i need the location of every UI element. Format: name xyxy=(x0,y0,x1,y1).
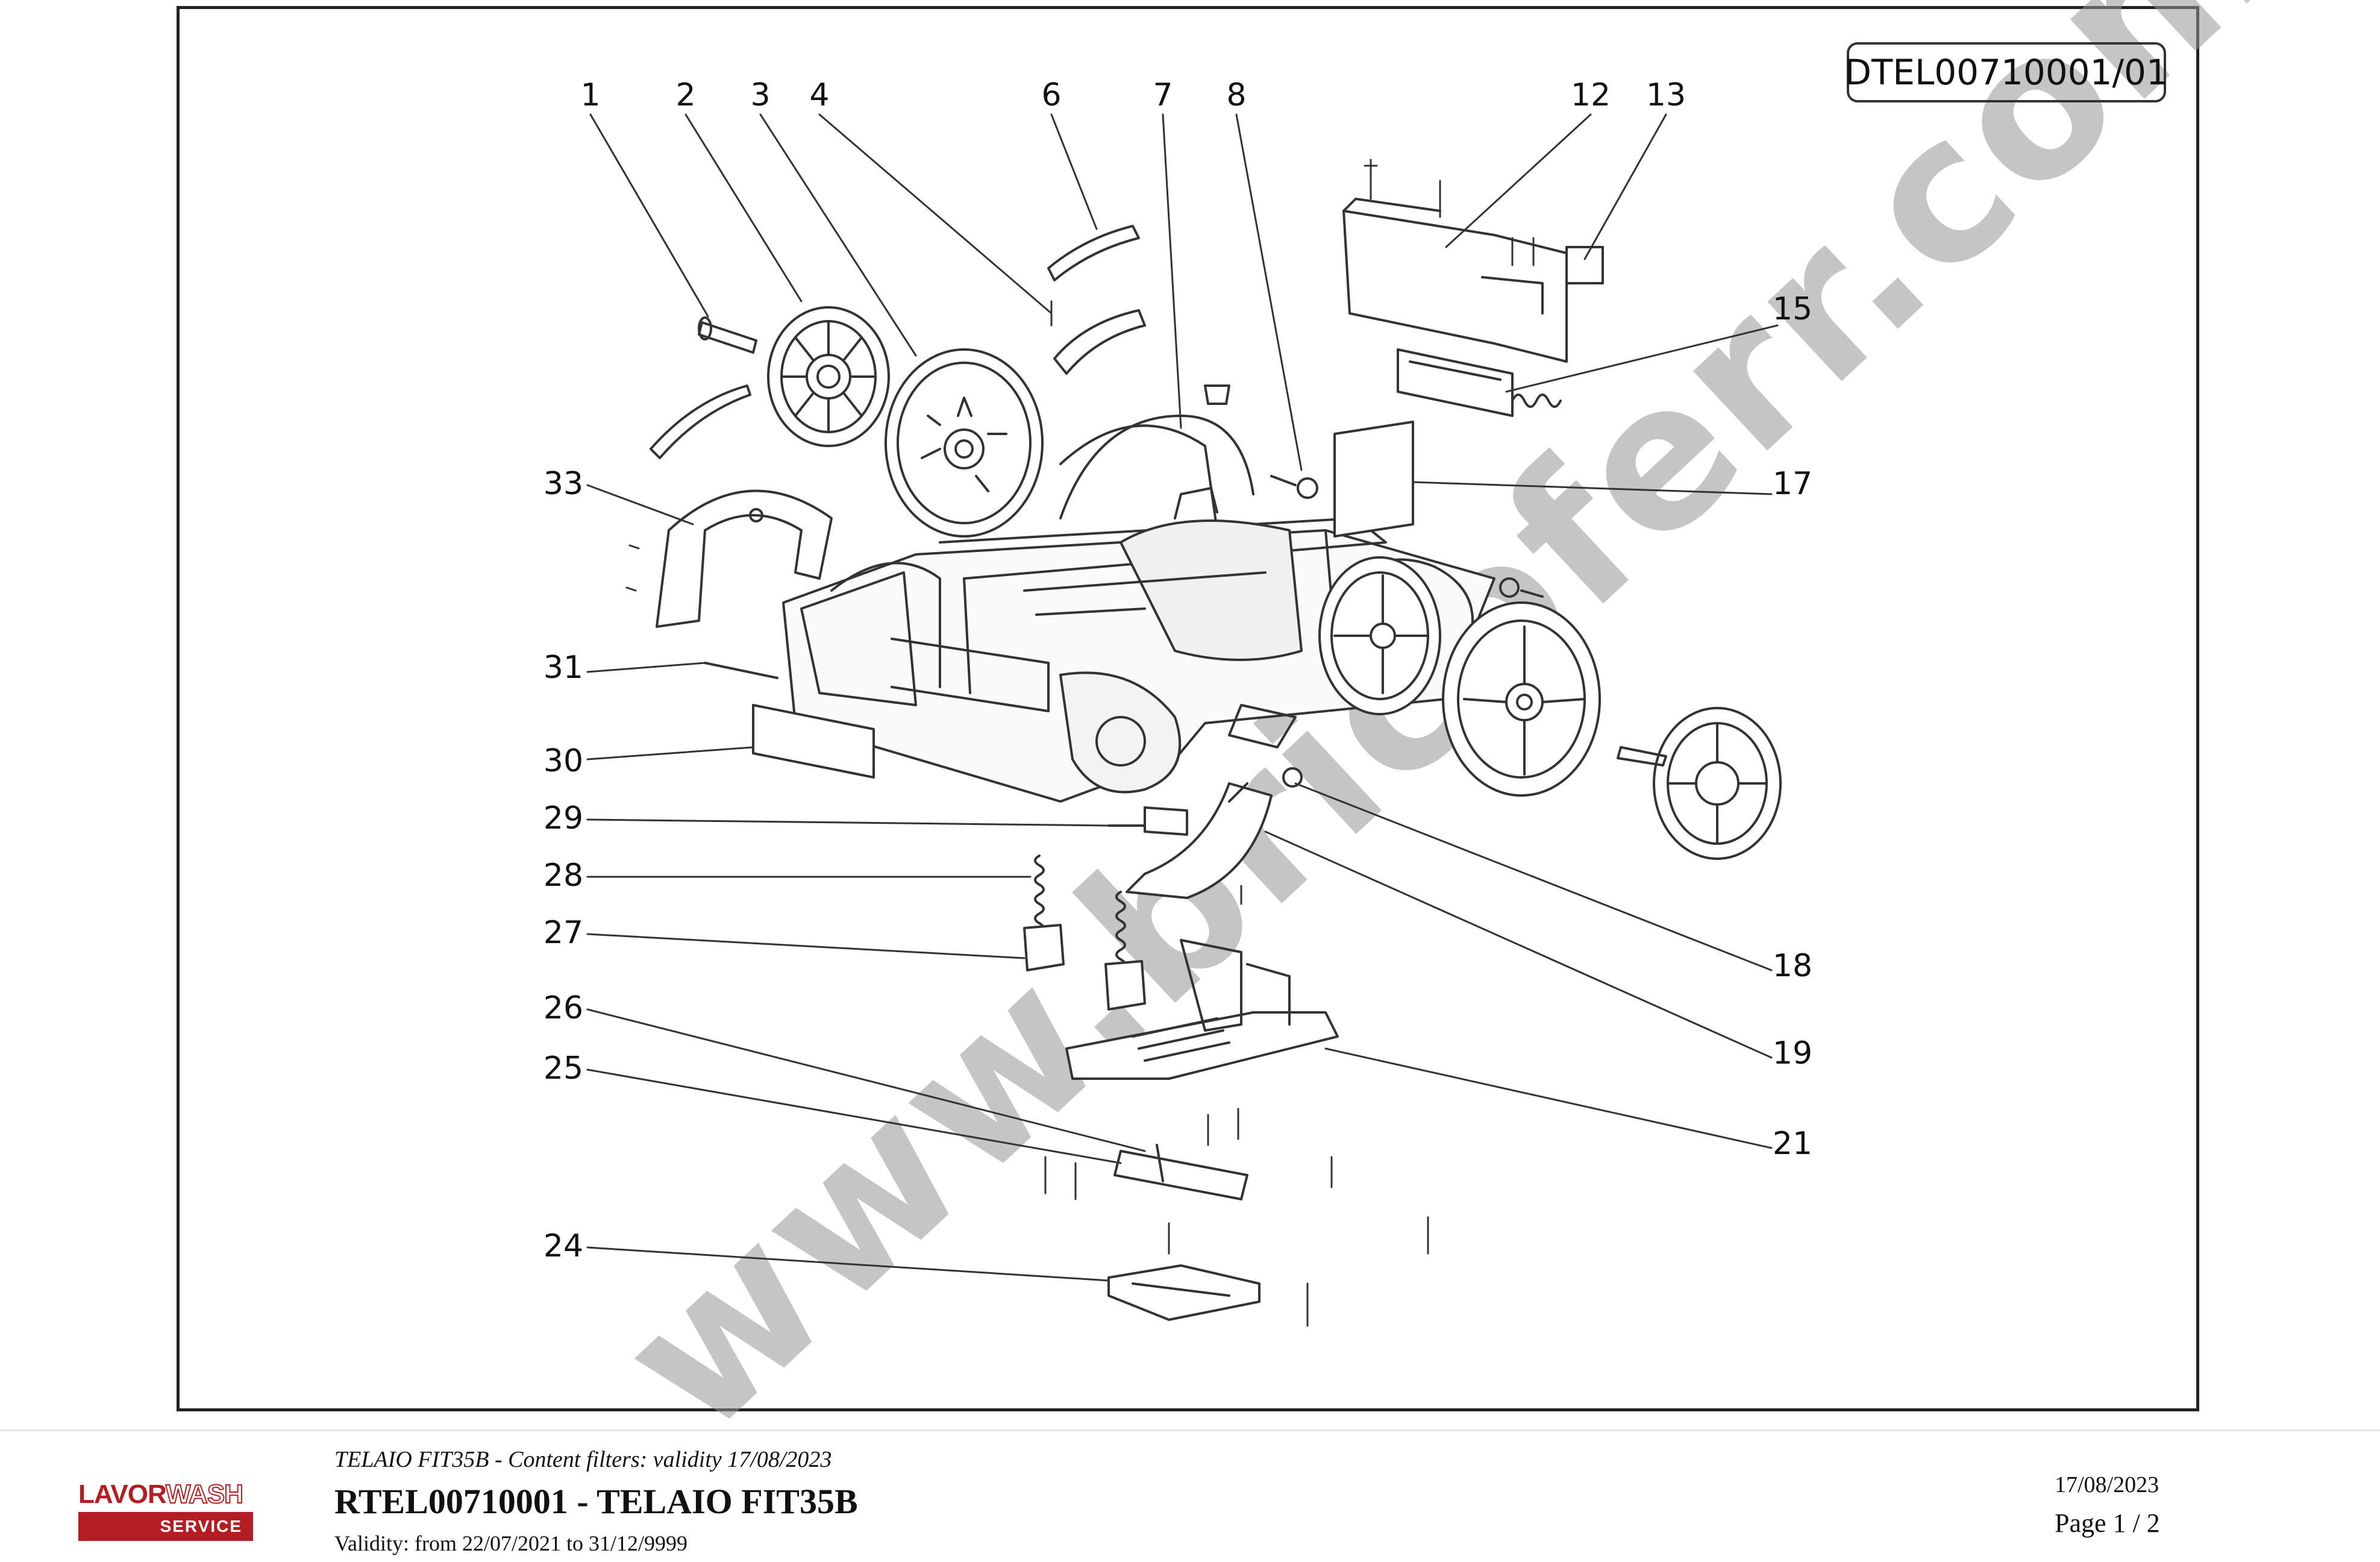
rear-wheel-part xyxy=(885,348,1044,538)
leader-lines xyxy=(586,113,1779,1282)
pin-part-31 xyxy=(704,662,778,679)
callout-28: 28 xyxy=(543,858,583,894)
drawing-code: DTEL00710001/01 xyxy=(1844,42,2169,102)
callout-26: 26 xyxy=(543,990,583,1026)
springs-part-28 xyxy=(1034,855,1126,970)
content-filters-line: TELAIO FIT35B - Content filters: validit… xyxy=(334,1447,832,1472)
company-logo: LAVORWASH SERVICE xyxy=(78,1479,253,1547)
base-plate-21 xyxy=(1065,939,1339,1080)
callout-24: 24 xyxy=(543,1228,583,1264)
callout-13: 13 xyxy=(1646,77,1686,113)
front-wheel-right xyxy=(1442,601,1601,797)
callout-17: 17 xyxy=(1773,466,1812,502)
print-date: 17/08/2023 xyxy=(2055,1472,2159,1498)
bushing-part-18 xyxy=(1282,767,1303,788)
callout-25: 25 xyxy=(543,1050,583,1087)
block-part-29 xyxy=(1107,806,1188,836)
callout-30: 30 xyxy=(543,743,583,779)
plate-part-24 xyxy=(1107,1264,1260,1321)
shoe-part-19 xyxy=(1126,782,1273,899)
axle-bolt-left xyxy=(698,316,757,354)
page-indicator: Page 1 / 2 xyxy=(2055,1508,2160,1538)
callout-31: 31 xyxy=(543,650,583,686)
callout-33: 33 xyxy=(543,466,583,502)
callout-1: 1 xyxy=(580,77,600,113)
logo-service-bar: SERVICE xyxy=(78,1512,253,1541)
callout-3: 3 xyxy=(750,77,770,113)
plate-part-30 xyxy=(752,704,875,779)
callout-29: 29 xyxy=(543,800,583,836)
callout-27: 27 xyxy=(543,915,583,951)
document-title: RTEL00710001 - TELAIO FIT35B xyxy=(334,1482,858,1521)
callout-15: 15 xyxy=(1773,291,1812,327)
callout-18: 18 xyxy=(1773,948,1812,984)
callout-4: 4 xyxy=(809,77,829,113)
callout-8: 8 xyxy=(1226,77,1246,113)
callout-21: 21 xyxy=(1773,1126,1812,1162)
brushes-part-27 xyxy=(1023,924,1146,1011)
hub-cap-left xyxy=(767,306,890,447)
bracket-part-13 xyxy=(1565,246,1604,284)
spring-part-15 xyxy=(1511,394,1562,408)
logo-wordmark: LAVORWASH xyxy=(78,1479,244,1509)
callout-2: 2 xyxy=(675,77,695,113)
screws xyxy=(625,158,1535,1327)
strips-part-25-26 xyxy=(1113,1144,1248,1200)
axle-bolt-right xyxy=(1617,746,1667,767)
wheel-cover-part xyxy=(1059,415,1254,519)
footer-separator xyxy=(0,1429,2380,1431)
bushing-part-right xyxy=(1499,577,1544,598)
clamp-part-15 xyxy=(1397,348,1514,417)
bracket-part-33 xyxy=(656,489,833,628)
callout-19: 19 xyxy=(1773,1035,1812,1071)
callout-12: 12 xyxy=(1571,77,1611,113)
label-part-17 xyxy=(1333,421,1414,538)
callout-6: 6 xyxy=(1041,77,1061,113)
holder-part-12 xyxy=(1342,198,1568,363)
hub-cap-right xyxy=(1653,707,1782,860)
validity-line: Validity: from 22/07/2021 to 31/12/9999 xyxy=(334,1531,687,1555)
front-wheel-inner xyxy=(1318,556,1441,715)
knob-part xyxy=(1204,384,1230,405)
callout-7: 7 xyxy=(1153,77,1173,113)
bushing-part-8 xyxy=(1270,475,1318,499)
mudguard-strips xyxy=(650,225,1146,459)
chassis-part xyxy=(782,424,1495,803)
